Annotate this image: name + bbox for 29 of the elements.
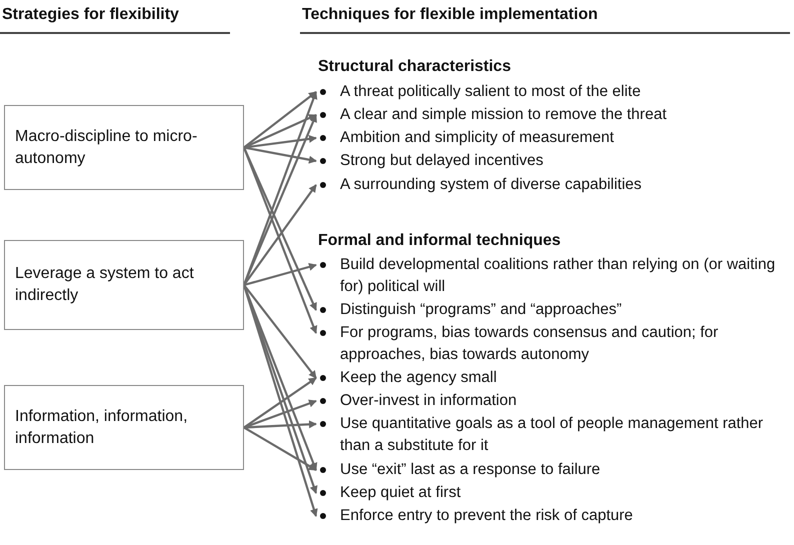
arrow: [244, 420, 317, 429]
bullet-item: Build developmental coalitions rather than relying on (or waiting for) political will: [318, 254, 788, 298]
arrow: [243, 284, 317, 379]
bullet-item: Enforce entry to prevent the risk of capture: [318, 505, 788, 527]
column-heading: Strategies for flexibility: [2, 6, 179, 24]
strategy-box: Macro-discipline to micro-autonomy: [4, 105, 244, 190]
bullet-item: Distinguish “programs” and “approaches”: [318, 299, 788, 321]
bullet-item: A clear and simple mission to remove the threat: [318, 104, 788, 126]
arrow: [244, 146, 317, 164]
bullet-item: Ambition and simplicity of measurement: [318, 127, 788, 149]
arrow: [243, 184, 317, 286]
bullet-item: Use “exit” last as a response to failure: [318, 459, 788, 481]
column-heading: Techniques for flexible implementation: [302, 6, 598, 24]
bullet-item: A surrounding system of diverse capabilities: [318, 174, 788, 196]
strategy-box: Leverage a system to act indirectly: [4, 240, 244, 330]
section-heading: Formal and informal techniques: [318, 232, 561, 250]
arrow: [244, 263, 317, 286]
bullet-item: Strong but delayed incentives: [318, 150, 788, 172]
bullet-item: A threat politically salient to most of the elite: [318, 81, 788, 103]
bullet-item: Use quantitative goals as a tool of people management rather than a substitute for it: [318, 413, 788, 457]
bullet-item: Keep quiet at first: [318, 482, 788, 504]
bullet-item: Keep the agency small: [318, 367, 788, 389]
arrow: [243, 377, 317, 428]
section-heading: Structural characteristics: [318, 58, 511, 76]
arrow: [243, 426, 317, 471]
bullet-item: Over-invest in information: [318, 390, 788, 412]
bullet-item: For programs, bias towards consensus and caution; for approaches, bias towards autonomy: [318, 322, 788, 366]
arrow: [243, 91, 317, 148]
strategy-box: Information, information, information: [4, 385, 244, 470]
